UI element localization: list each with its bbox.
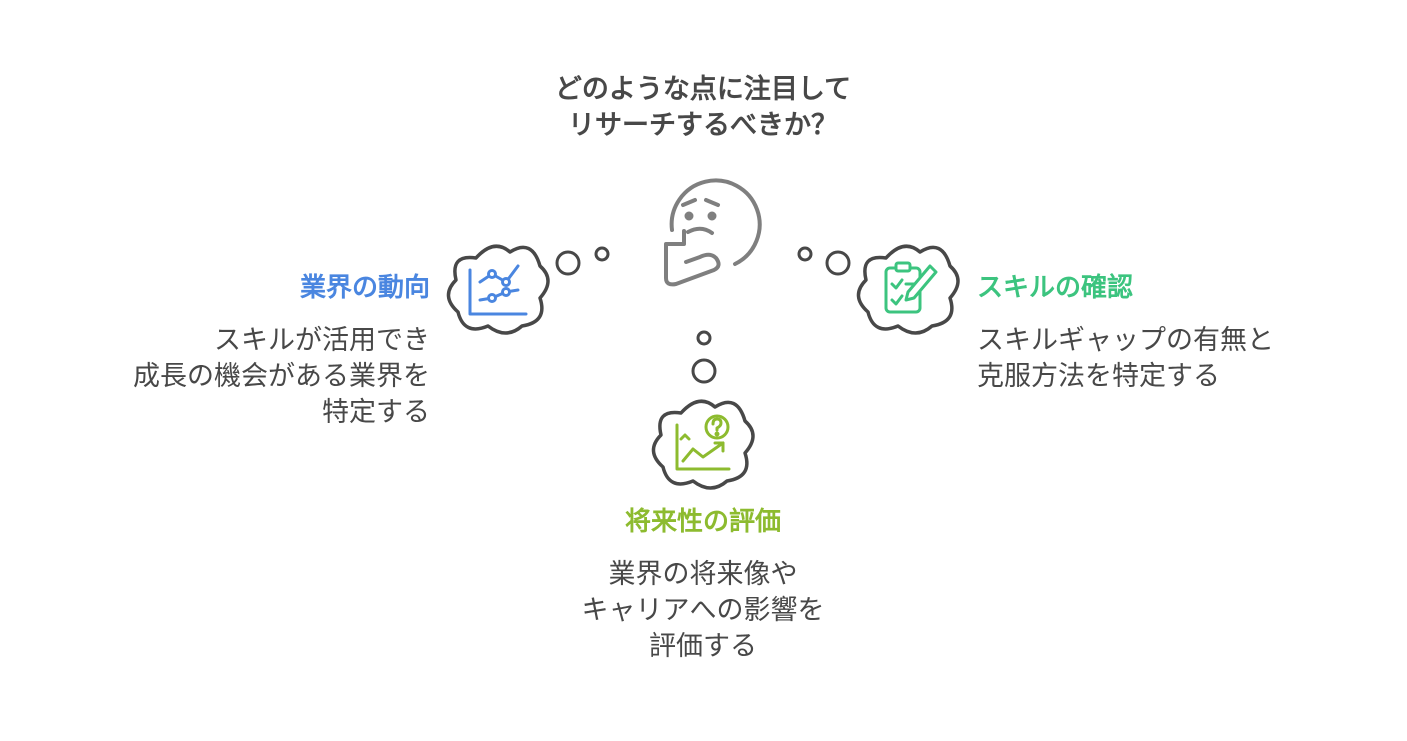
branch-heading-future-evaluation: 将来性の評価 (624, 507, 781, 537)
diagram-title: どのような点に注目して リサーチするべきか？ (403, 72, 1003, 144)
branch-desc-future-evaluation: 業界の将来像や キャリアへの影響を 評価する (403, 557, 1003, 665)
checklist-pencil-icon (884, 261, 938, 314)
thought-dot (555, 250, 581, 276)
thought-dot (696, 330, 712, 346)
desc-line: 成長の機会がある業界を (133, 361, 430, 392)
title-line-1: どのような点に注目して (554, 74, 852, 105)
desc-line: 評価する (649, 631, 757, 662)
line-chart-icon (468, 264, 528, 316)
cloud-right (856, 244, 960, 335)
desc-line: キャリアへの影響を (581, 595, 825, 626)
desc-line: スキルギャップの有無と (977, 325, 1274, 356)
desc-line: スキルが活用でき (214, 325, 430, 356)
thought-dot (797, 246, 813, 262)
trend-question-icon (675, 414, 731, 471)
branch-desc-industry-trends: スキルが活用でき 成長の機会がある業界を 特定する (133, 323, 430, 431)
cloud-left (446, 244, 550, 335)
desc-line: 特定する (322, 397, 430, 428)
branch-heading-skill-check: スキルの確認 (977, 273, 1134, 303)
desc-line: 克服方法を特定する (977, 361, 1220, 392)
branch-heading-industry-trends: 業界の動向 (299, 273, 430, 303)
desc-line: 業界の将来像や (608, 559, 798, 590)
thinking-face-icon (664, 178, 762, 287)
thought-dot (594, 246, 610, 262)
title-line-2: リサーチするべきか？ (568, 110, 838, 141)
thought-dot (825, 250, 851, 276)
cloud-bottom (651, 399, 755, 490)
branch-desc-skill-check: スキルギャップの有無と 克服方法を特定する (977, 323, 1274, 395)
thought-dot (691, 358, 717, 384)
